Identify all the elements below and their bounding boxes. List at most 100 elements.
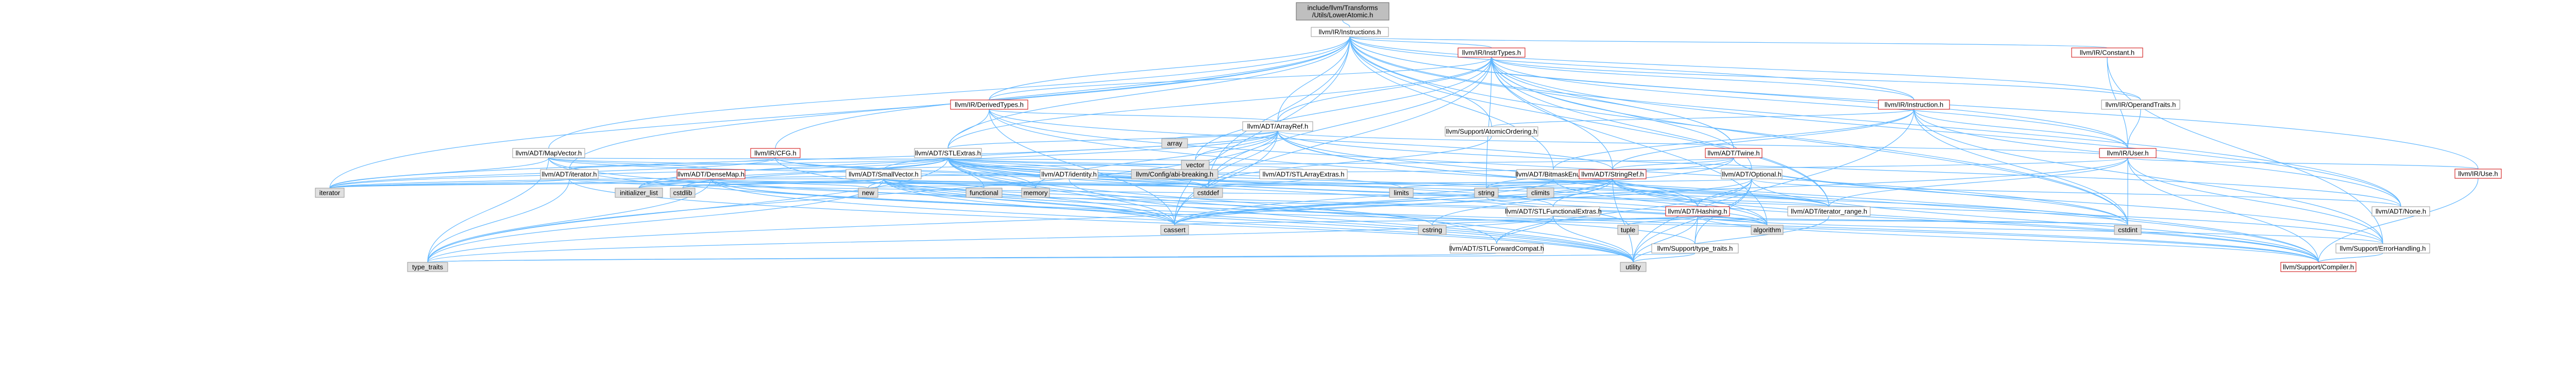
node-cassert-label: cassert <box>1164 226 1185 234</box>
node-algorithm[interactable]: algorithm <box>1751 225 1784 235</box>
node-atomicordering-box <box>1445 126 1538 137</box>
node-iterator-label: llvm/ADT/iterator.h <box>542 171 597 178</box>
edge-errorhandling-to-compiler <box>2318 253 2383 263</box>
node-mapvector[interactable]: llvm/ADT/MapVector.h <box>512 148 585 158</box>
edge-cfg-to-iterator <box>569 157 776 170</box>
node-stlarrayextras[interactable]: llvm/ADT/STLArrayExtras.h <box>1259 169 1348 179</box>
node-use[interactable]: llvm/IR/Use.h <box>2454 169 2502 179</box>
node-config[interactable]: llvm/Config/abi-breaking.h <box>1131 169 1218 179</box>
edge-typetraits-llvm-to-type-traits <box>427 253 1696 263</box>
edge-arrayref-to-array <box>1174 130 1278 139</box>
node-new[interactable]: new <box>858 188 878 198</box>
node-config-label: llvm/Config/abi-breaking.h <box>1136 171 1213 178</box>
node-errorhandling[interactable]: llvm/Support/ErrorHandling.h <box>2335 243 2430 254</box>
node-vector-label: vector <box>1186 161 1205 169</box>
node-type-traits-label: type_traits <box>412 263 443 271</box>
node-array[interactable]: array <box>1161 138 1188 148</box>
node-hashing[interactable]: llvm/ADT/Hashing.h <box>1665 206 1730 216</box>
edge-instrtypes-to-derivedtypes <box>989 57 1492 101</box>
node-cfg-label: llvm/IR/CFG.h <box>754 149 796 157</box>
edge-densemap-to-initializer-list <box>638 178 711 189</box>
node-root-label-line-1: include/llvm/Transforms <box>1308 4 1378 12</box>
edge-smallvector-to-new <box>868 178 884 189</box>
node-root-box <box>1296 2 1389 21</box>
node-cfg[interactable]: llvm/IR/CFG.h <box>750 148 801 158</box>
edge-stringref-to-utility <box>1612 178 1634 263</box>
node-identity[interactable]: llvm/ADT/identity.h <box>1040 169 1098 179</box>
edge-stlextras-to-forwardcompat <box>947 157 1497 244</box>
node-functional[interactable]: functional <box>965 188 1003 198</box>
node-array-label: array <box>1167 140 1182 147</box>
edge-densemap-to-utility <box>710 178 1634 263</box>
node-stringref[interactable]: llvm/ADT/StringRef.h <box>1579 169 1647 179</box>
node-climits-label: climits <box>1531 189 1550 197</box>
node-instruction[interactable]: llvm/IR/Instruction.h <box>1878 99 1950 110</box>
edge-optional-to-forwardcompat <box>1496 178 1752 244</box>
node-cstring-label: cstring <box>1422 226 1442 234</box>
node-tuple[interactable]: tuple <box>1617 225 1639 235</box>
node-stlextras-label: llvm/ADT/STLExtras.h <box>915 149 981 157</box>
node-cstddef[interactable]: cstddef <box>1193 188 1223 198</box>
node-typetraits-llvm[interactable]: llvm/Support/type_traits.h <box>1651 243 1739 254</box>
edge-hashing-to-algorithm <box>1697 215 1768 226</box>
node-instructions-box <box>1311 27 1389 37</box>
node-cassert[interactable]: cassert <box>1160 225 1189 235</box>
edge-derivedtypes-to-stringref <box>989 109 1613 170</box>
node-constant[interactable]: llvm/IR/Constant.h <box>2071 47 2143 58</box>
node-iterator[interactable]: llvm/ADT/iterator.h <box>540 169 599 179</box>
node-algorithm-label: algorithm <box>1753 226 1781 234</box>
node-arrayref[interactable]: llvm/ADT/ArrayRef.h <box>1242 121 1313 131</box>
node-typetraits-llvm-label: llvm/Support/type_traits.h <box>1657 245 1733 253</box>
node-cstdlib[interactable]: cstdlib <box>670 188 696 198</box>
node-limits[interactable]: limits <box>1389 188 1414 198</box>
node-compiler[interactable]: llvm/Support/Compiler.h <box>2280 262 2357 272</box>
edge-densemap-to-iterator-std <box>329 178 711 189</box>
edge-stlextras-to-iteratorrange <box>947 157 1829 207</box>
node-iterator-std[interactable]: iterator <box>315 188 345 198</box>
node-atomicordering[interactable]: llvm/Support/AtomicOrdering.h <box>1445 126 1538 137</box>
edge-instructions-to-operandtraits <box>1349 36 2141 101</box>
node-memory-box <box>1021 188 1050 198</box>
node-cstring[interactable]: cstring <box>1418 225 1447 235</box>
node-none[interactable]: llvm/ADT/None.h <box>2371 206 2430 216</box>
node-initializer-list[interactable]: initializer_list <box>615 188 663 198</box>
edge-arrayref-to-none <box>1277 130 2401 207</box>
node-climits[interactable]: climits <box>1527 188 1554 198</box>
node-type-traits[interactable]: type_traits <box>407 262 448 272</box>
edge-instrtypes-to-instruction <box>1491 57 1914 101</box>
node-bitmaskenum[interactable]: llvm/ADT/BitmaskEnum.h <box>1515 169 1591 179</box>
node-twine[interactable]: llvm/ADT/Twine.h <box>1705 148 1762 158</box>
node-instructions[interactable]: llvm/IR/Instructions.h <box>1311 27 1389 37</box>
node-vector[interactable]: vector <box>1181 160 1210 170</box>
node-stlextras[interactable]: llvm/ADT/STLExtras.h <box>914 148 982 158</box>
node-stlfunctional[interactable]: llvm/ADT/STLFunctionalExtras.h <box>1505 206 1602 216</box>
node-operandtraits[interactable]: llvm/IR/OperandTraits.h <box>2101 99 2180 110</box>
node-arrayref-box <box>1242 121 1313 131</box>
node-forwardcompat[interactable]: llvm/ADT/STLForwardCompat.h <box>1449 243 1544 254</box>
node-derivedtypes[interactable]: llvm/IR/DerivedTypes.h <box>950 99 1028 110</box>
node-smallvector[interactable]: llvm/ADT/SmallVector.h <box>845 169 922 179</box>
node-cstdlib-label: cstdlib <box>673 189 692 197</box>
node-instrtypes[interactable]: llvm/IR/InstrTypes.h <box>1458 47 1526 58</box>
node-iteratorrange[interactable]: llvm/ADT/iterator_range.h <box>1787 206 1871 216</box>
edge-instructions-to-constant <box>1349 36 2108 48</box>
edge-stlfunctional-to-forwardcompat <box>1496 215 1554 244</box>
node-optional[interactable]: llvm/ADT/Optional.h <box>1721 169 1783 179</box>
edge-iterator-to-type-traits <box>427 178 570 263</box>
edge-stlfunctional-to-type-traits <box>427 215 1554 263</box>
edge-stlextras-to-iterator-std <box>329 157 948 189</box>
node-densemap[interactable]: llvm/ADT/DenseMap.h <box>676 169 745 179</box>
node-memory[interactable]: memory <box>1021 188 1050 198</box>
node-root[interactable]: include/llvm/Transforms/Utils/LowerAtomi… <box>1296 2 1389 21</box>
node-utility[interactable]: utility <box>1620 262 1647 272</box>
node-cstdint[interactable]: cstdint <box>2114 225 2142 235</box>
node-string[interactable]: string <box>1474 188 1499 198</box>
edge-optional-to-none <box>1751 178 2401 207</box>
node-algorithm-box <box>1751 225 1784 235</box>
edge-derivedtypes-to-cstdint <box>989 109 2128 226</box>
edge-smallvector-to-limits <box>883 178 1402 189</box>
node-user-label: llvm/IR/User.h <box>2107 149 2149 157</box>
node-stlarrayextras-label: llvm/ADT/STLArrayExtras.h <box>1263 171 1345 178</box>
edge-smallvector-to-typetraits-llvm <box>883 178 1696 244</box>
node-user[interactable]: llvm/IR/User.h <box>2099 148 2157 158</box>
